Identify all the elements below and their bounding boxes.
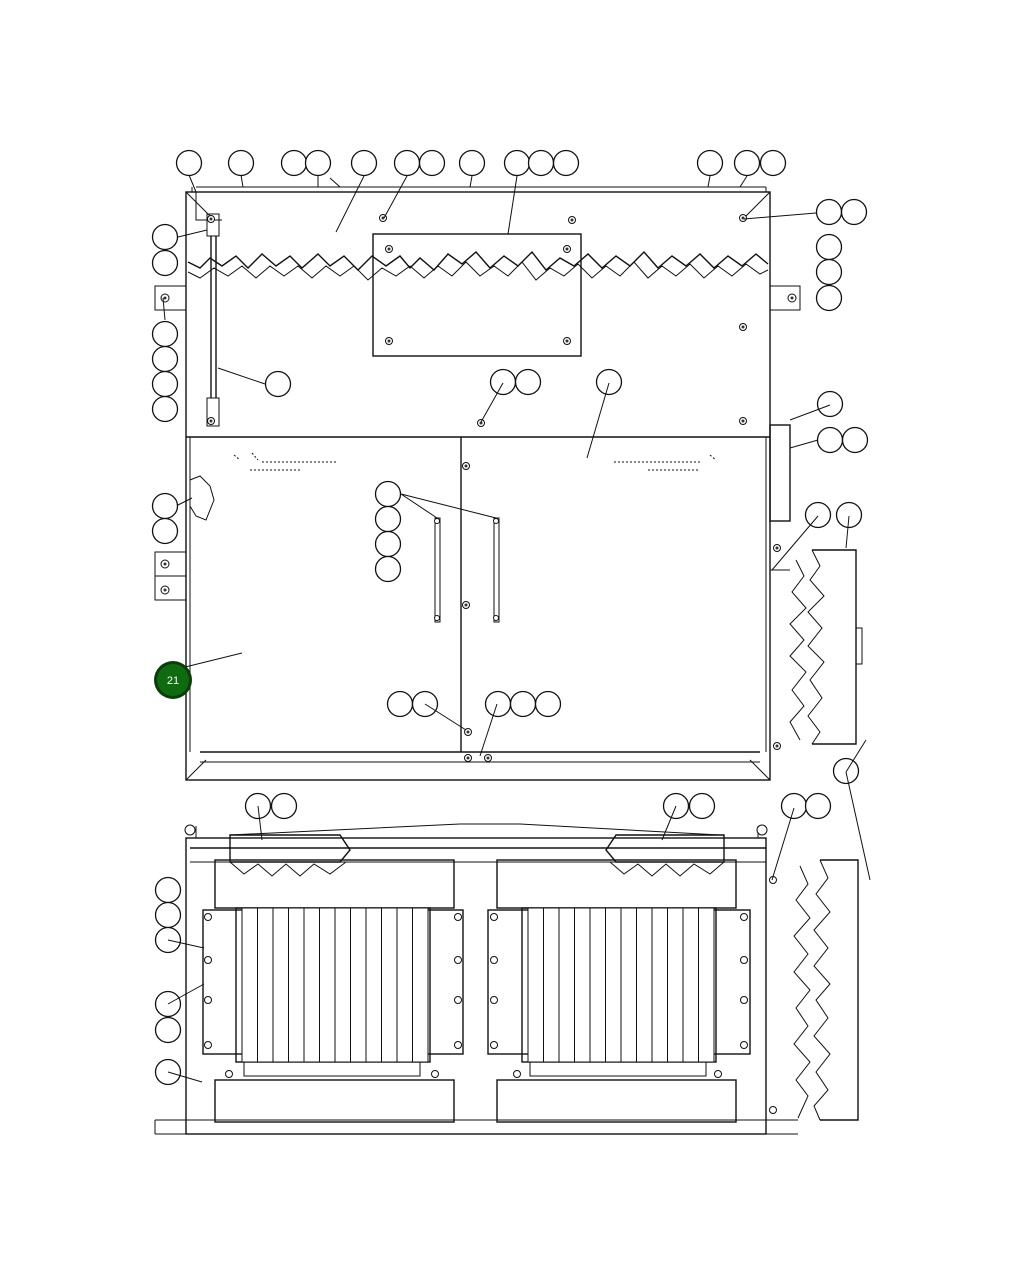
heatsink-fin <box>319 907 336 1063</box>
callout-bubble[interactable] <box>815 284 843 312</box>
callout-21-highlighted[interactable]: 21 <box>154 661 192 699</box>
callout-bubble[interactable] <box>386 690 414 718</box>
callout-bubble[interactable] <box>151 395 179 423</box>
callout-bubble[interactable] <box>151 492 179 520</box>
callout-bubble[interactable] <box>374 505 402 533</box>
callout-bubble[interactable] <box>175 149 203 177</box>
heatsink-fin <box>241 907 258 1063</box>
heatsink-fin <box>257 907 274 1063</box>
callout-bubble[interactable] <box>374 530 402 558</box>
heatsink-fin <box>682 907 699 1063</box>
callout-bubble[interactable] <box>759 149 787 177</box>
callout-bubble[interactable] <box>304 149 332 177</box>
heatsink-fin <box>605 907 622 1063</box>
callout-bubble[interactable] <box>595 368 623 396</box>
callout-bubble[interactable] <box>154 901 182 929</box>
heatsink-fin <box>412 907 429 1063</box>
upper-fasteners <box>160 214 797 762</box>
callout-bubble[interactable] <box>552 149 580 177</box>
callout-bubble[interactable] <box>154 876 182 904</box>
heatsink-fin <box>365 907 382 1063</box>
callout-bubble[interactable] <box>374 555 402 583</box>
callout-bubble[interactable] <box>534 690 562 718</box>
callout-bubble[interactable] <box>688 792 716 820</box>
callout-bubble[interactable] <box>840 198 868 226</box>
callout-bubble[interactable] <box>270 792 298 820</box>
callout-bubble[interactable] <box>151 345 179 373</box>
callout-bubble[interactable] <box>816 426 844 454</box>
callout-bubble[interactable] <box>832 757 860 785</box>
callout-bubble[interactable] <box>489 368 517 396</box>
heatsink-fin <box>303 907 320 1063</box>
callout-bubble[interactable] <box>527 149 555 177</box>
callout-bubble[interactable] <box>780 792 808 820</box>
callout-bubble[interactable] <box>841 426 869 454</box>
callout-bubble[interactable] <box>804 792 832 820</box>
callout-bubble[interactable] <box>151 249 179 277</box>
heatsink-fin <box>620 907 637 1063</box>
callout-bubble[interactable] <box>816 390 844 418</box>
heatsink-fin <box>272 907 289 1063</box>
heatsink-fin <box>558 907 575 1063</box>
callout-bubble[interactable] <box>514 368 542 396</box>
callout-bubble[interactable] <box>418 149 446 177</box>
callout-bubble[interactable] <box>374 480 402 508</box>
callout-bubble[interactable] <box>509 690 537 718</box>
callout-bubble[interactable] <box>280 149 308 177</box>
heatsink-fin <box>698 907 715 1063</box>
callout-bubble[interactable] <box>151 320 179 348</box>
heatsink-fin <box>651 907 668 1063</box>
heatsink-fin <box>636 907 653 1063</box>
callout-bubble[interactable] <box>151 370 179 398</box>
callout-bubble[interactable] <box>264 370 292 398</box>
callout-bubble[interactable] <box>154 1016 182 1044</box>
heatsink-fin <box>574 907 591 1063</box>
heatsink-fin <box>543 907 560 1063</box>
callout-bubble[interactable] <box>503 149 531 177</box>
callout-bubble[interactable] <box>350 149 378 177</box>
heatsink-fin <box>334 907 351 1063</box>
callout-bubble[interactable] <box>696 149 724 177</box>
heatsink-fin <box>396 907 413 1063</box>
heatsink-fin <box>589 907 606 1063</box>
callout-bubble[interactable] <box>815 198 843 226</box>
lower-chassis <box>154 823 859 1135</box>
callout-bubble[interactable] <box>815 258 843 286</box>
callout-bubble[interactable] <box>393 149 421 177</box>
callout-bubble[interactable] <box>804 501 832 529</box>
upper-cabinet <box>154 186 863 781</box>
lower-fasteners <box>184 824 777 1114</box>
heatsink-fin <box>288 907 305 1063</box>
heatsink-fin <box>527 907 544 1063</box>
callout-bubble[interactable] <box>835 501 863 529</box>
callout-21-label: 21 <box>167 675 179 687</box>
callout-bubble[interactable] <box>484 690 512 718</box>
heatsink-fin <box>350 907 367 1063</box>
callout-bubble[interactable] <box>815 233 843 261</box>
leader-lines <box>162 174 871 1083</box>
heatsink-fin <box>381 907 398 1063</box>
callout-bubble[interactable] <box>227 149 255 177</box>
callout-bubble[interactable] <box>151 517 179 545</box>
callout-bubble[interactable] <box>733 149 761 177</box>
decal-marks <box>233 452 717 471</box>
heatsink-fins <box>241 907 715 1063</box>
callout-bubble[interactable] <box>151 223 179 251</box>
heatsink-fin <box>667 907 684 1063</box>
callout-bubble[interactable] <box>458 149 486 177</box>
callout-bubbles <box>151 149 869 1086</box>
